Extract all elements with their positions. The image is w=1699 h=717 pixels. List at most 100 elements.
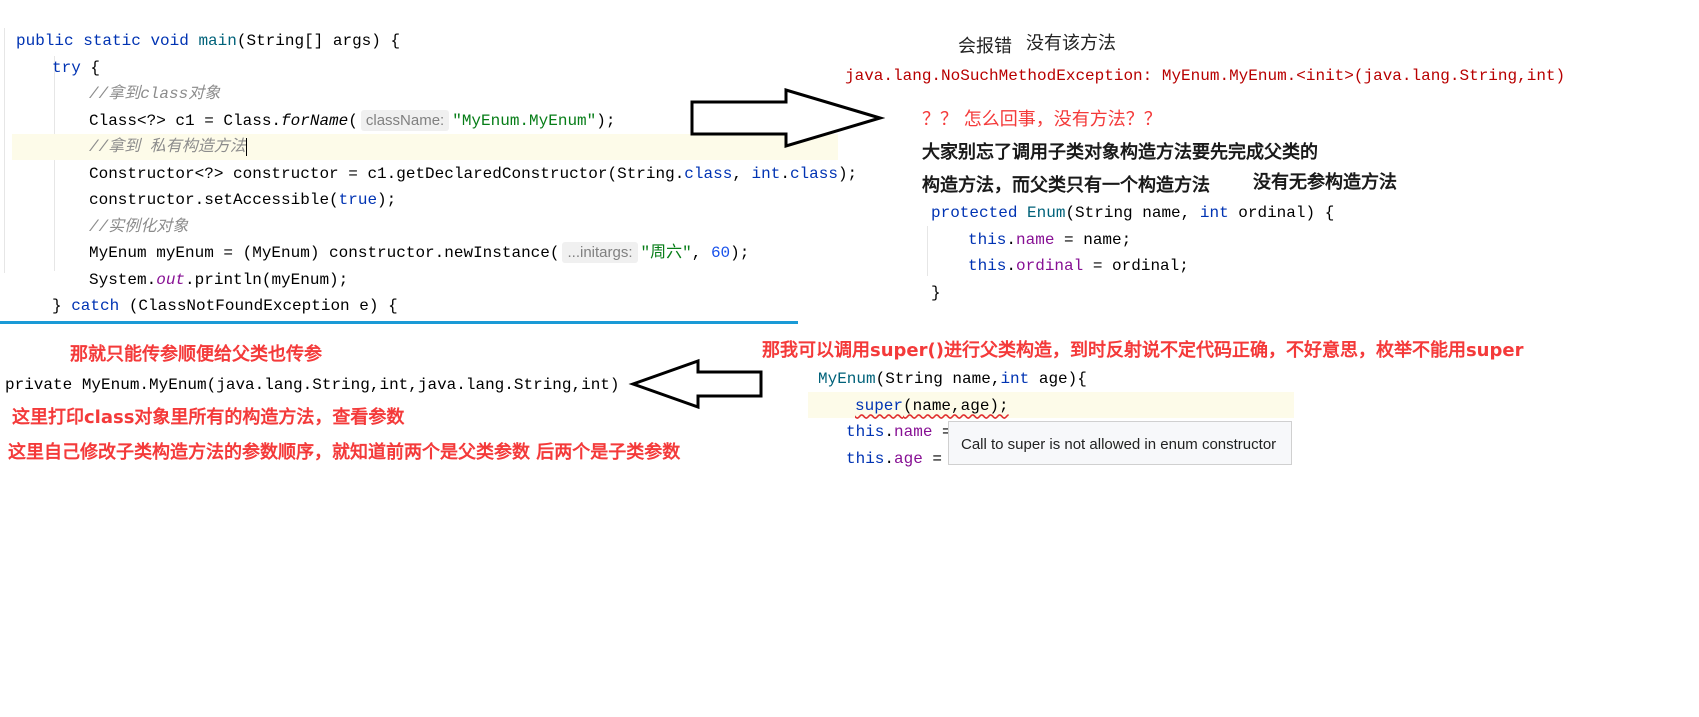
note-super-call: 那我可以调用super()进行父类构造，到时反射说不定代码正确，不好意思，枚举不… bbox=[762, 340, 1524, 361]
exception-message: java.lang.NoSuchMethodException: MyEnum.… bbox=[845, 67, 1566, 85]
code-text: (ClassNotFoundException e) { bbox=[119, 297, 398, 315]
code-text: . bbox=[780, 164, 790, 183]
constructor-signature: private MyEnum.MyEnum(java.lang.String,i… bbox=[5, 376, 620, 394]
keyword: super bbox=[855, 396, 904, 415]
note-param-order: 这里自己修改子类构造方法的参数顺序，就知道前两个是父类参数 后两个是子类参数 bbox=[8, 442, 681, 463]
keyword: void bbox=[150, 32, 189, 50]
indent-guide bbox=[4, 28, 5, 273]
method-name: forName bbox=[281, 111, 349, 130]
code-line-1: protected Enum(String name, int ordinal)… bbox=[931, 200, 1334, 227]
field-name: name bbox=[894, 423, 933, 441]
field-name: ordinal bbox=[1016, 257, 1084, 275]
code-line-4: } bbox=[931, 280, 941, 307]
code-text: (String[] args) { bbox=[236, 32, 401, 50]
code-line-1: MyEnum(String name,int age){ bbox=[818, 366, 1087, 393]
current-line-highlight bbox=[12, 134, 838, 160]
code-text: ); bbox=[730, 244, 750, 262]
indent-guide bbox=[54, 56, 55, 271]
question-note: ？？ 怎么回事，没有方法？？ bbox=[922, 109, 1162, 130]
code-text: .println(myEnum); bbox=[185, 270, 349, 289]
code-text: ); bbox=[377, 191, 397, 209]
label-no-method: 没有该方法 bbox=[1026, 33, 1116, 54]
explain-line-2: 构造方法，而父类只有一个构造方法 bbox=[922, 175, 1210, 196]
code-text: . bbox=[884, 449, 895, 468]
code-line-4: this.age = bbox=[846, 446, 952, 469]
code-text: System. bbox=[89, 270, 157, 289]
keyword: this bbox=[968, 230, 1007, 249]
current-line-highlight bbox=[808, 392, 1294, 418]
keyword: static bbox=[83, 32, 141, 50]
keyword: this bbox=[968, 257, 1007, 275]
code-text: = ordinal; bbox=[1083, 257, 1189, 275]
static-field: out bbox=[156, 270, 186, 289]
main-code-panel: public static void main(String[] args) {… bbox=[0, 28, 857, 323]
code-line-3: this.name = bbox=[846, 419, 961, 446]
code-line-10: System.out.println(myEnum); bbox=[89, 267, 348, 294]
method-name: Enum bbox=[1027, 204, 1066, 222]
code-line-9: MyEnum myEnum = (MyEnum) constructor.new… bbox=[89, 240, 749, 267]
code-line-5: //拿到 私有构造方法 bbox=[89, 134, 247, 161]
code-comment: //实例化对象 bbox=[89, 217, 189, 236]
parameter-hint: ...initargs: bbox=[562, 242, 638, 263]
keyword: int bbox=[1000, 370, 1030, 388]
string-literal: "周六" bbox=[640, 244, 692, 262]
right-arrow-icon bbox=[690, 88, 885, 149]
code-text: ); bbox=[596, 111, 616, 130]
code-line-8: //实例化对象 bbox=[89, 214, 188, 241]
code-text: ( bbox=[348, 111, 358, 130]
parameter-hint: className: bbox=[360, 109, 450, 131]
code-line-6: Constructor<?> constructor = c1.getDecla… bbox=[89, 161, 857, 188]
section-divider bbox=[0, 321, 798, 324]
code-text: { bbox=[80, 58, 101, 77]
tooltip-text: Call to super is not allowed in enum con… bbox=[961, 436, 1277, 453]
string-literal: "MyEnum.MyEnum" bbox=[452, 111, 597, 130]
code-text: = bbox=[932, 423, 962, 441]
text-cursor bbox=[245, 137, 247, 156]
enum-super-code: MyEnum(String name,int age){ super(name,… bbox=[808, 366, 1298, 468]
code-text: } bbox=[931, 283, 941, 302]
code-line-11: } catch (ClassNotFoundException e) { bbox=[52, 293, 398, 320]
code-text: (String name, bbox=[875, 370, 1001, 388]
code-text: age){ bbox=[1029, 370, 1087, 388]
code-line-2: try { bbox=[52, 55, 100, 82]
left-arrow-icon bbox=[628, 358, 763, 410]
keyword: class bbox=[684, 164, 733, 183]
code-comment: //拿到class对象 bbox=[89, 85, 221, 103]
code-text: Class<?> c1 = Class. bbox=[89, 111, 282, 130]
code-text: . bbox=[884, 423, 895, 441]
code-text: (name,age); bbox=[903, 396, 1009, 415]
code-text: constructor.setAccessible( bbox=[89, 191, 339, 209]
code-line-2: this.name = name; bbox=[968, 227, 1131, 254]
keyword: this bbox=[846, 449, 885, 468]
code-line-1: public static void main(String[] args) { bbox=[16, 28, 400, 55]
code-line-3: this.ordinal = ordinal; bbox=[968, 253, 1189, 280]
keyword: int bbox=[751, 164, 781, 183]
code-text: } bbox=[52, 297, 72, 315]
keyword: class bbox=[789, 164, 838, 183]
method-name: main bbox=[198, 32, 237, 50]
enum-constructor-code: protected Enum(String name, int ordinal)… bbox=[925, 200, 1345, 310]
note-pass-params: 那就只能传参顺便给父类也传参 bbox=[70, 344, 322, 365]
keyword: catch bbox=[71, 297, 120, 315]
code-text: , bbox=[691, 244, 711, 262]
note-print-constructors: 这里打印class对象里所有的构造方法，查看参数 bbox=[12, 407, 405, 428]
method-name: MyEnum bbox=[818, 370, 876, 388]
code-text: ordinal) { bbox=[1228, 204, 1335, 222]
code-line-7: constructor.setAccessible(true); bbox=[89, 187, 396, 214]
code-text: ); bbox=[837, 164, 858, 183]
keyword: int bbox=[1199, 204, 1229, 222]
code-line-2-error: super(name,age); bbox=[855, 393, 1009, 420]
code-text: . bbox=[1006, 230, 1017, 249]
error-tooltip: Call to super is not allowed in enum con… bbox=[948, 421, 1292, 465]
explain-line-3: 没有无参构造方法 bbox=[1253, 172, 1397, 193]
keyword: try bbox=[52, 58, 81, 77]
field-name: name bbox=[1016, 230, 1055, 249]
keyword: this bbox=[846, 423, 885, 441]
number-literal: 60 bbox=[710, 244, 731, 262]
explain-line-1: 大家别忘了调用子类对象构造方法要先完成父类的 bbox=[922, 142, 1318, 163]
code-comment: //拿到 私有构造方法 bbox=[89, 138, 246, 156]
label-error: 会报错 bbox=[958, 36, 1012, 57]
code-text: (String name, bbox=[1065, 204, 1200, 222]
code-text: , bbox=[732, 164, 752, 183]
code-text: = bbox=[922, 449, 952, 468]
